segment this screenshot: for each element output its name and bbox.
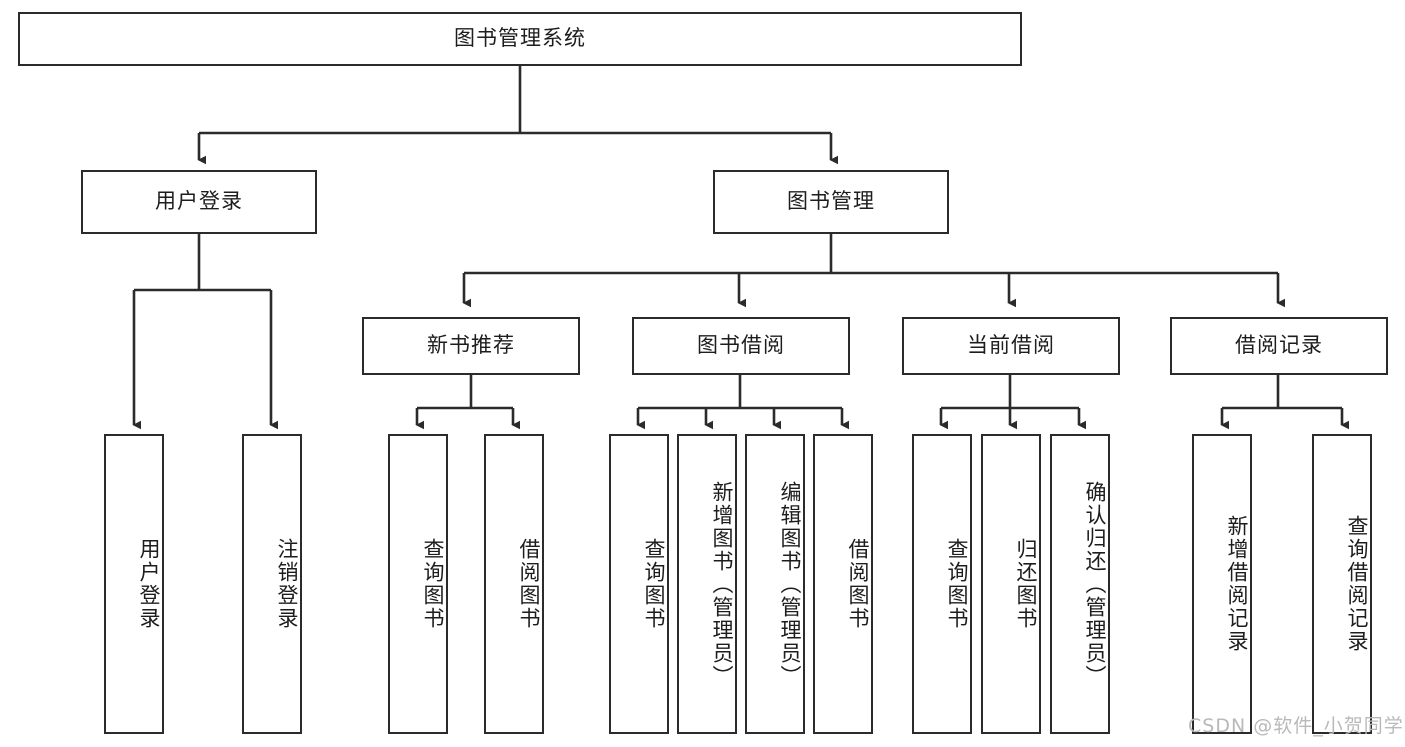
leaf-borrow-book-2[interactable]: 借阅图书 [813, 434, 873, 734]
node-borrow-record-label: 借阅记录 [1235, 333, 1323, 358]
leaf-return-book-label: 归还图书 [1014, 538, 1038, 630]
node-new-book-recommend-label: 新书推荐 [427, 333, 515, 358]
leaf-query-book-1[interactable]: 查询图书 [388, 434, 448, 734]
leaf-edit-book[interactable]: 编辑图书（管理员） [745, 434, 805, 734]
leaf-add-book[interactable]: 新增图书（管理员） [677, 434, 737, 734]
node-book-borrow[interactable]: 图书借阅 [632, 317, 850, 375]
leaf-query-book-1-label: 查询图书 [421, 538, 445, 630]
node-book-manage-label: 图书管理 [787, 189, 875, 214]
node-borrow-record[interactable]: 借阅记录 [1170, 317, 1388, 375]
node-new-book-recommend[interactable]: 新书推荐 [362, 317, 580, 375]
leaf-user-login-label: 用户登录 [137, 538, 161, 630]
leaf-add-record[interactable]: 新增借阅记录 [1192, 434, 1252, 734]
leaf-confirm-return-label: 确认归还（管理员） [1083, 480, 1107, 688]
leaf-user-logout-label: 注销登录 [275, 538, 299, 630]
leaf-edit-book-label: 编辑图书（管理员） [778, 480, 802, 688]
leaf-query-book-3-label: 查询图书 [945, 538, 969, 630]
leaf-add-record-label: 新增借阅记录 [1225, 515, 1249, 653]
leaf-borrow-book-2-label: 借阅图书 [846, 538, 870, 630]
leaf-query-record[interactable]: 查询借阅记录 [1312, 434, 1372, 734]
node-root-label: 图书管理系统 [454, 26, 586, 51]
leaf-confirm-return[interactable]: 确认归还（管理员） [1050, 434, 1110, 734]
leaf-query-record-label: 查询借阅记录 [1345, 515, 1369, 653]
leaf-borrow-book-1-label: 借阅图书 [517, 538, 541, 630]
node-user-login[interactable]: 用户登录 [81, 170, 317, 234]
leaf-query-book-3[interactable]: 查询图书 [912, 434, 972, 734]
leaf-query-book-2[interactable]: 查询图书 [609, 434, 669, 734]
leaf-query-book-2-label: 查询图书 [642, 538, 666, 630]
leaf-return-book[interactable]: 归还图书 [981, 434, 1041, 734]
node-book-borrow-label: 图书借阅 [697, 333, 785, 358]
node-root[interactable]: 图书管理系统 [18, 12, 1022, 66]
node-current-borrow-label: 当前借阅 [967, 333, 1055, 358]
node-current-borrow[interactable]: 当前借阅 [902, 317, 1120, 375]
node-user-login-label: 用户登录 [155, 189, 243, 214]
leaf-user-logout[interactable]: 注销登录 [242, 434, 302, 734]
leaf-user-login[interactable]: 用户登录 [104, 434, 164, 734]
watermark: CSDN @软件_小贺同学 [1188, 715, 1404, 737]
leaf-borrow-book-1[interactable]: 借阅图书 [484, 434, 544, 734]
leaf-add-book-label: 新增图书（管理员） [710, 480, 734, 688]
node-book-manage[interactable]: 图书管理 [713, 170, 949, 234]
